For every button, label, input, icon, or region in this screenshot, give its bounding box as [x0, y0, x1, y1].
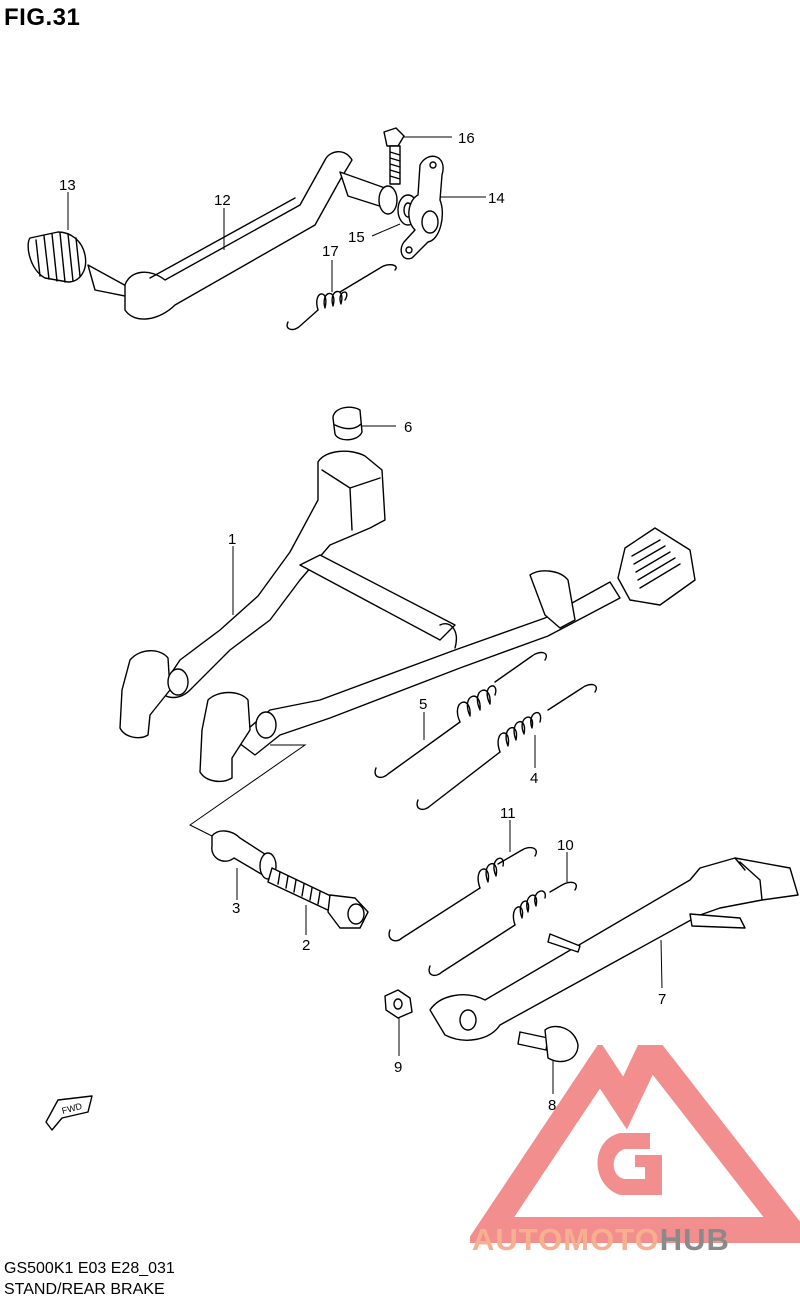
- brake-arm: [400, 155, 444, 260]
- part-number-8: 8: [548, 1097, 556, 1114]
- part-number-11: 11: [500, 805, 516, 822]
- nut-9: [384, 989, 413, 1019]
- watermark-text-hub: HUB: [659, 1222, 730, 1257]
- automotohub-logo-icon: [470, 1045, 800, 1243]
- part-number-7: 7: [658, 991, 666, 1008]
- fwd-arrow-icon: FWD: [45, 1095, 93, 1131]
- watermark-text-automoto: AUTOMOTO: [472, 1222, 660, 1257]
- part-number-9: 9: [394, 1059, 402, 1076]
- leader-lines: [67, 136, 663, 1094]
- brake-pedal-lever: [87, 151, 398, 320]
- model-code: GS500K1 E03 E28_031: [4, 1260, 175, 1277]
- part-number-14: 14: [488, 190, 505, 207]
- part-number-13: 13: [59, 177, 76, 194]
- part-number-labels: 1 2 3 4 5 6 7 8 9 10 11 12 13 14 15 16 1…: [59, 130, 666, 1114]
- stopper-6: [332, 406, 363, 441]
- section-name: STAND/REAR BRAKE: [4, 1281, 165, 1298]
- part-number-17: 17: [322, 243, 339, 260]
- spring-17: [286, 263, 397, 331]
- part-number-4: 4: [530, 770, 538, 787]
- bolt-8: [517, 1025, 579, 1063]
- diagram-footer: GS500K1 E03 E28_031 STAND/REAR BRAKE: [4, 1258, 175, 1300]
- part-number-5: 5: [419, 696, 427, 713]
- part-number-15: 15: [348, 229, 365, 246]
- part-number-12: 12: [214, 192, 231, 209]
- part-number-3: 3: [232, 900, 240, 917]
- part-number-16: 16: [458, 130, 475, 147]
- bolt-16: [383, 127, 405, 185]
- side-stand: [429, 857, 799, 1041]
- spring-10: [428, 881, 577, 977]
- spring-4: [416, 683, 597, 811]
- spring-5: [374, 651, 547, 779]
- spring-11: [388, 846, 537, 942]
- bolt-2: [267, 867, 369, 929]
- part-number-6: 6: [404, 419, 412, 436]
- center-stand: [119, 450, 696, 783]
- part-number-1: 1: [228, 531, 236, 548]
- collar-3: [211, 830, 277, 880]
- watermark-text: AUTOMOTOHUB: [472, 1222, 730, 1258]
- part-number-2: 2: [302, 937, 310, 954]
- part-number-10: 10: [557, 837, 574, 854]
- figure-title: FIG.31: [4, 4, 81, 31]
- footrest-rubber: [27, 231, 87, 283]
